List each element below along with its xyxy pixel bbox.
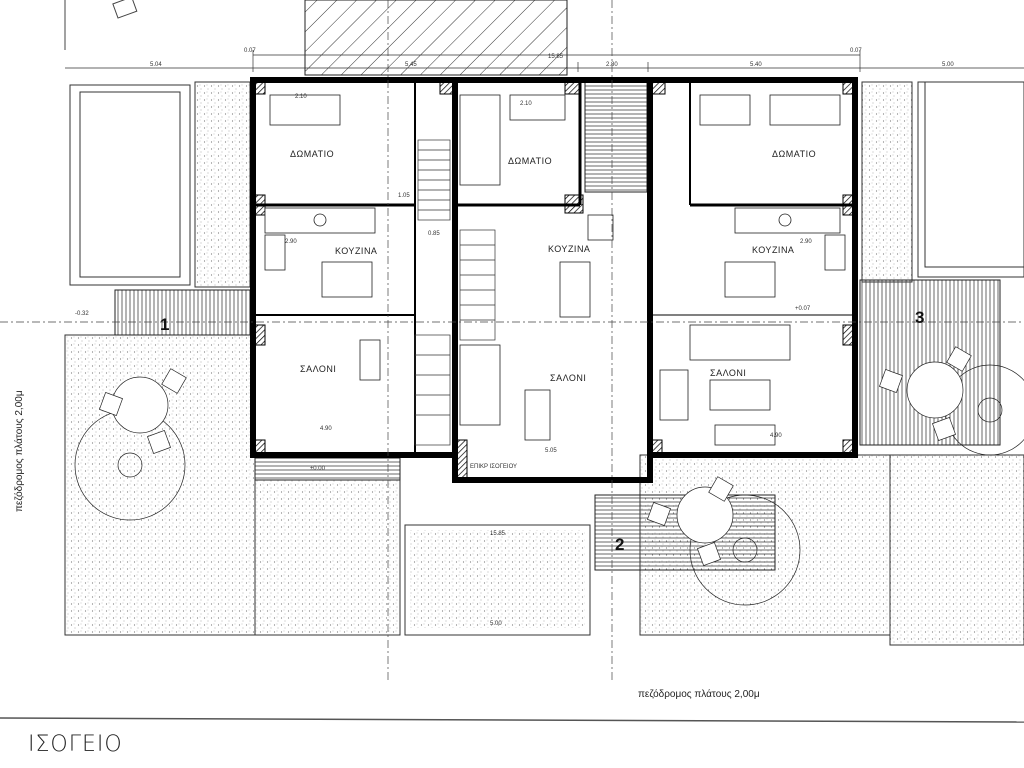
unit-number-2: 2 (615, 535, 624, 554)
patio-umbrellas (74, 346, 1024, 606)
level-a: ±0.00 (310, 466, 326, 472)
section-lines (0, 0, 1024, 680)
dim-unit1-salon: 4.90 (320, 426, 332, 432)
dim-unit2-salon: 5.05 (545, 448, 557, 454)
unit-number-1: 1 (160, 315, 169, 334)
street-label-left: πεζόδρομος πλάτους 2,00μ (13, 390, 25, 512)
dim-top-total: 15.85 (548, 54, 564, 60)
unit3-bedroom-label: ΔΩΜΑΤΙΟ (772, 149, 816, 159)
dim-top-offset-right: 0.07 (850, 48, 862, 54)
level-b: +0.07 (795, 306, 811, 312)
dim-top-offset-left: 0.07 (244, 48, 256, 54)
unit1-bedroom-label: ΔΩΜΑΤΙΟ (290, 149, 334, 159)
dim-unit1-width: 5.45 (405, 62, 417, 68)
dim-left-yard: 5.04 (150, 62, 162, 68)
dim-room-mid: 2.10 (520, 101, 532, 107)
dim-corridor: 1.05 (398, 193, 410, 199)
top-dimensions (65, 50, 1024, 72)
dim-stair: 0.85 (428, 231, 440, 237)
building-walls (250, 77, 858, 483)
unit2-kitchen-label: ΚΟΥΖΙΝΑ (548, 244, 590, 254)
staircase (414, 139, 496, 446)
unit3-salon-label: ΣΑΛΟΝΙ (710, 368, 746, 378)
furniture (264, 94, 846, 446)
dim-unit3-salon: 4.90 (770, 433, 782, 439)
dim-right-yard: 5.00 (942, 62, 954, 68)
level-c: -0.32 (75, 311, 89, 317)
dim-room-left: 2.10 (295, 94, 307, 100)
unit1-kitchen-label: ΚΟΥΖΙΝΑ (335, 246, 377, 256)
unit2-extra-label: ΕΠΙΚΡ ΙΣΟΓΕΙΟΥ (470, 464, 517, 470)
unit2-bedroom-label: ΔΩΜΑΤΙΟ (508, 156, 552, 166)
north-marker (112, 0, 138, 19)
street-label-bottom: πεζόδρομος πλάτους 2,00μ (638, 688, 760, 700)
dim-unit3-width: 5.40 (750, 62, 762, 68)
dim-bottom-total: 15.85 (490, 531, 506, 537)
title-divider (0, 717, 1024, 723)
unit2-salon-label: ΣΑΛΟΝΙ (550, 373, 586, 383)
unit1-salon-label: ΣΑΛΟΝΙ (300, 364, 336, 374)
dim-parking: 5.00 (490, 621, 502, 627)
unit3-kitchen-label: ΚΟΥΖΙΝΑ (752, 245, 794, 255)
unit-number-3: 3 (915, 308, 924, 327)
dim-kitchen-right: 2.90 (800, 239, 812, 245)
drawing-title: ΙΣΟΓΕΙΟ (28, 732, 123, 757)
neighbor-building (304, 0, 568, 76)
dim-kitchen-left: 2.90 (285, 239, 297, 245)
wall-columns (252, 79, 856, 481)
